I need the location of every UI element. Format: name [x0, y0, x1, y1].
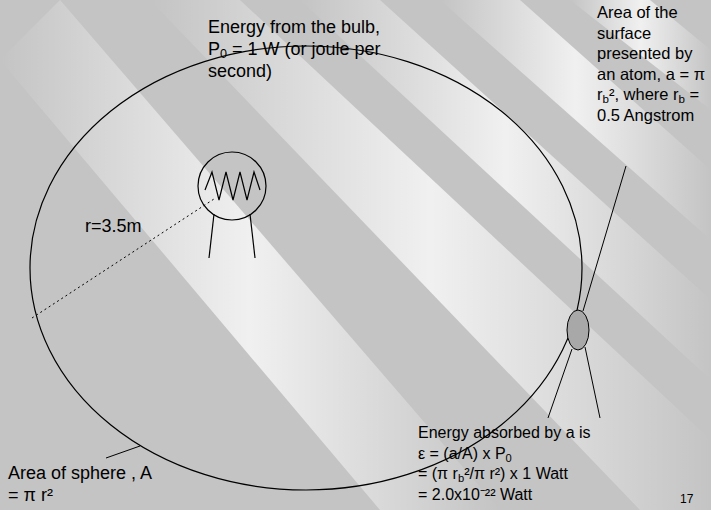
- formula-line: Energy absorbed by a is: [418, 423, 678, 444]
- leader-line: [583, 166, 626, 311]
- atom-area: [567, 310, 589, 350]
- slide-number: 17: [680, 492, 708, 506]
- leader-line: [548, 349, 572, 418]
- formula-line: ε = (a/A) x P0: [418, 444, 678, 465]
- formula-line: = (π rb²/π r²) x 1 Watt: [418, 464, 678, 485]
- leader-line: [585, 347, 600, 418]
- formula-line: = 2.0x10⁻²² Watt: [418, 485, 678, 506]
- bulb-base: [250, 214, 255, 258]
- bulb-filament: [205, 172, 260, 200]
- radius-label: r=3.5m: [85, 215, 165, 237]
- leader-line: [106, 446, 140, 458]
- bulb: [198, 152, 266, 258]
- stripe: [150, 0, 711, 510]
- sphere-area-label: Area of sphere , A = π r²: [8, 462, 158, 506]
- bulb-label: Energy from the bulb, P0 = 1 W (or joule…: [208, 16, 390, 82]
- stripe: [440, 0, 711, 240]
- atom-area-label: Area of the surface presented by an atom…: [597, 2, 707, 125]
- bulb-base: [209, 214, 214, 258]
- sphere-outline: [30, 46, 582, 490]
- radius-line: [32, 199, 214, 318]
- bulb-glass: [198, 152, 266, 220]
